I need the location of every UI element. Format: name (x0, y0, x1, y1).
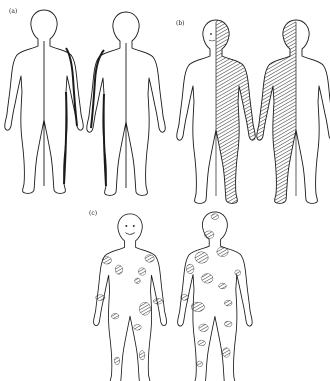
panel-b-back-figure (257, 20, 330, 203)
panel-a-front-figure (5, 10, 84, 193)
panel-b-front-figure (177, 20, 256, 203)
panel-c-back-figure (178, 212, 253, 381)
panel-a-back-figure (87, 12, 166, 195)
skin-patches (96, 255, 163, 365)
panel-c-front-figure (94, 214, 167, 381)
